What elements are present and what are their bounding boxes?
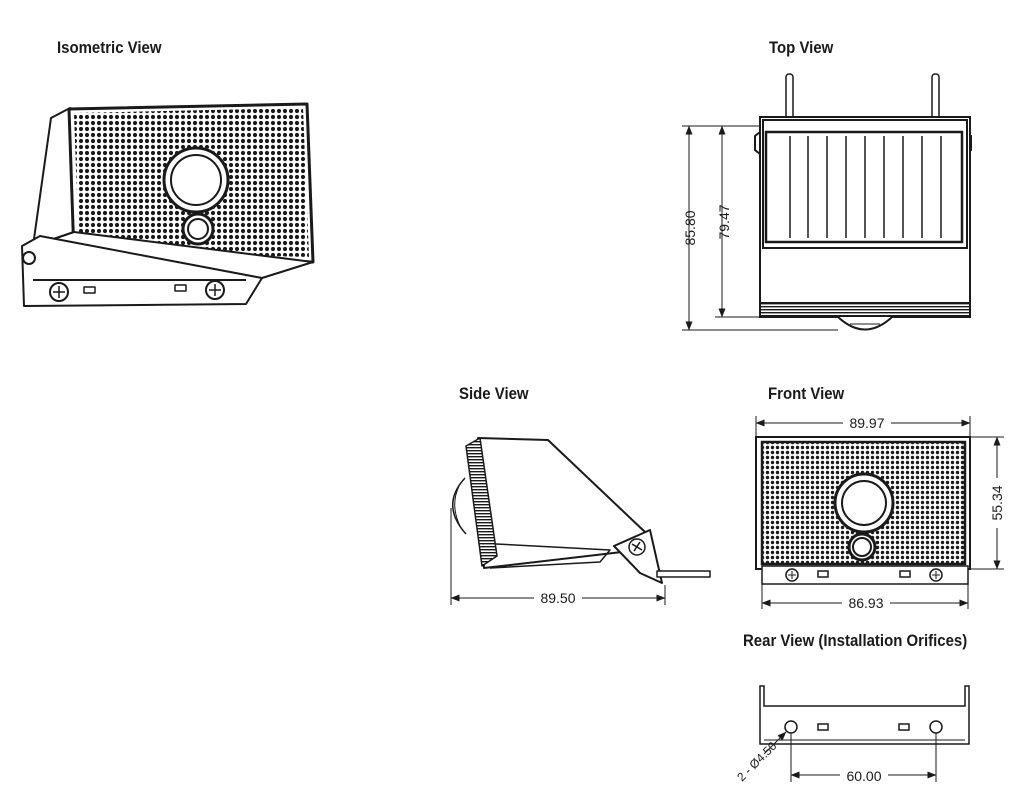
solar-panel (764, 130, 964, 244)
rear-view-title: Rear View (Installation Orifices) (743, 631, 968, 650)
iso-camera-lens (170, 154, 222, 206)
dim-front-width-bottom: 86.93 (848, 595, 883, 611)
dim-side-depth: 89.50 (540, 590, 575, 606)
iso-slot-right (174, 284, 187, 292)
iso-sensor-lens (187, 218, 209, 240)
rear-slot-right (898, 723, 910, 731)
side-groove (489, 543, 611, 569)
side-view-title: Side View (459, 384, 529, 403)
dim-front-width-bottom-backdrop (842, 594, 890, 611)
top-view-drawing (682, 73, 972, 331)
dim-front-width-top-backdrop (843, 414, 891, 431)
dim-top-body-height: 79.47 (716, 204, 732, 239)
rear-slot-left (817, 723, 829, 731)
iso-hinge-bolt (22, 251, 36, 265)
iso-bracket (21, 235, 263, 307)
dim-front-height-backdrop (988, 478, 1006, 528)
front-view-drawing (755, 416, 1004, 609)
top-sensor-dome (837, 316, 893, 331)
iso-slot-left (83, 286, 96, 294)
rear-hole-left (784, 720, 798, 734)
dim-front-height: 55.34 (989, 485, 1005, 520)
side-bracket (613, 529, 663, 584)
dim-rear-hole-spacing: 60.00 (846, 768, 881, 784)
top-mesh-edge (759, 302, 971, 318)
top-antenna-right (931, 73, 940, 121)
side-mesh-face (465, 437, 498, 567)
dim-top-overall-height: 85.80 (682, 210, 698, 245)
dim-front-width-top: 89.97 (849, 415, 884, 431)
front-slot-right (899, 570, 911, 578)
front-view-title: Front View (768, 384, 845, 403)
rear-hole-right (929, 720, 943, 734)
isometric-view-drawing (21, 102, 315, 307)
front-slot-left (817, 570, 829, 578)
rear-bracket (759, 685, 970, 745)
front-camera-lens (841, 480, 887, 526)
front-bracket (761, 565, 969, 585)
solar-cells (789, 136, 942, 238)
side-view-drawing (450, 437, 711, 605)
isometric-view-title: Isometric View (57, 38, 162, 57)
top-side-tab-left (754, 131, 761, 155)
front-sensor-lens (852, 537, 872, 557)
side-mount-rod (656, 570, 711, 578)
dim-rear-hole-spacing-backdrop (840, 767, 888, 784)
top-view-title: Top View (769, 38, 834, 57)
dim-rear-hole-diameter: 2 - Ø4.50 (734, 739, 780, 785)
iso-side-panel (32, 107, 75, 247)
dim-side-depth-backdrop (534, 589, 582, 606)
top-antenna-left (785, 73, 794, 121)
